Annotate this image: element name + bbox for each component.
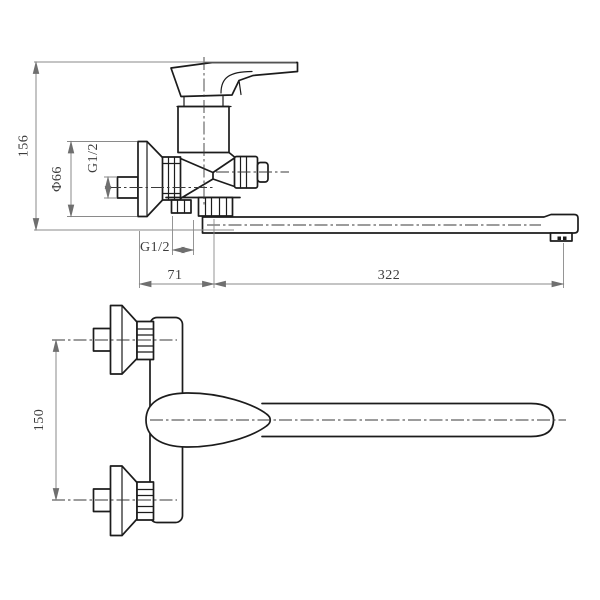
dimension-inlet-thread: G1/2	[86, 143, 117, 200]
valve-cone-joint	[165, 151, 241, 200]
spout-top-view-fill	[262, 403, 554, 437]
faucet-handle	[170, 61, 299, 98]
dim-total-height-label: 156	[17, 135, 32, 158]
dimension-wall-to-spout: 71	[138, 219, 216, 288]
dim-flange-diameter-label: Φ66	[50, 166, 65, 192]
eccentric-nut-bottom-knurl	[136, 488, 155, 514]
mounting-eccentric-bottom	[92, 465, 155, 537]
dim-spout-reach-label: 322	[378, 268, 401, 283]
eccentric-nut-bottom	[136, 481, 155, 521]
dim-outlet-thread-label: G1/2	[140, 240, 170, 255]
aerator-insert-right	[563, 236, 567, 240]
aerator	[549, 232, 573, 242]
handle-detail-curve	[220, 70, 253, 96]
valve-body	[177, 105, 230, 154]
aerator-insert-left	[557, 236, 561, 240]
eccentric-nut-top	[136, 320, 155, 361]
mounting-eccentric-top	[92, 304, 155, 375]
eccentric-flange-bottom	[109, 465, 138, 537]
spout-nut	[197, 196, 234, 217]
side-view: 156 Φ66 G1/2 G1/2	[17, 57, 579, 288]
hose-outlet-nut-facets	[176, 199, 186, 214]
hose-outlet-nut	[170, 199, 192, 214]
dimension-total-height: 156	[17, 60, 296, 232]
dimension-mount-centers: 150	[32, 338, 60, 502]
union-nut-knurl	[161, 156, 182, 201]
plan-view: 150	[32, 304, 566, 537]
dimension-spout-reach: 322	[212, 243, 565, 288]
spout-nut-facets	[204, 196, 228, 217]
wall-flange	[137, 140, 164, 218]
spout-tube	[201, 213, 579, 234]
dimension-flange-diameter: Φ66	[50, 140, 137, 218]
dim-mount-centers-label: 150	[32, 409, 47, 432]
dim-inlet-thread-label: G1/2	[86, 143, 101, 173]
dimension-outlet-thread: G1/2	[140, 216, 195, 255]
handle-top-view	[145, 392, 272, 448]
eccentric-nut-top-knurl	[136, 328, 155, 353]
dim-wall-to-spout-label: 71	[168, 268, 183, 283]
